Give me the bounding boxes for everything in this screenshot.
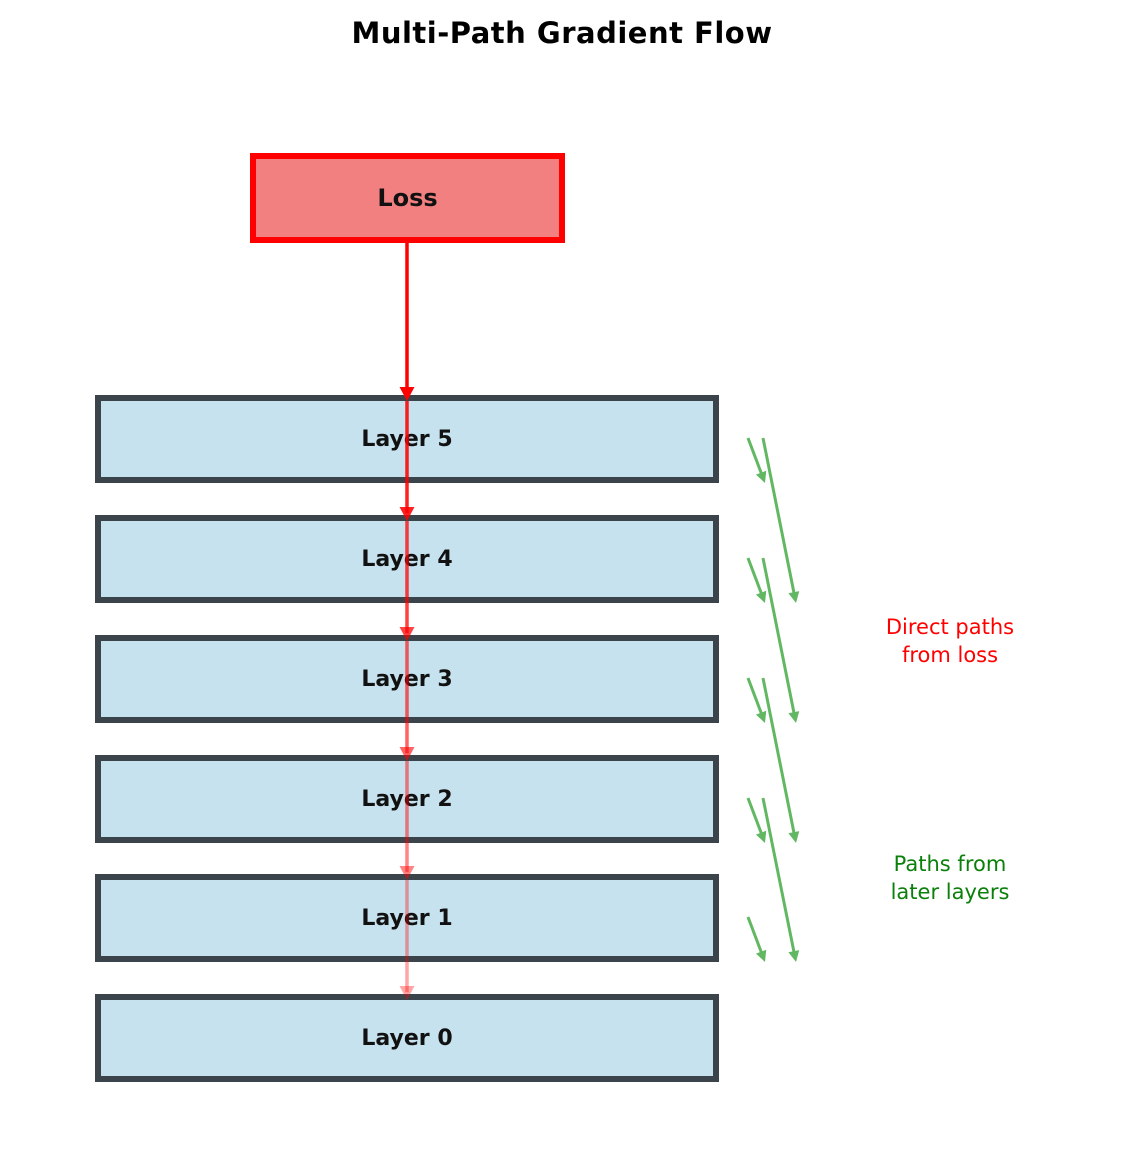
skip-arrow-short (746, 797, 765, 838)
direct-paths-label-line2: from loss (901, 643, 999, 667)
skip-arrow-short-head (755, 830, 767, 843)
later-paths-label: Paths from later layers (891, 850, 1010, 906)
skip-arrow-long-head (788, 950, 800, 962)
layer-label: Layer 4 (361, 546, 453, 572)
skip-arrow-short-head (755, 470, 767, 483)
layer-label: Layer 0 (361, 1025, 453, 1051)
skip-arrow-long (761, 437, 797, 598)
skip-arrow-short-head (755, 590, 767, 603)
later-paths-label-line1: Paths from (893, 852, 1007, 876)
skip-arrow-short (746, 677, 765, 718)
later-paths-label-line2: later layers (890, 880, 1010, 904)
loss-node: Loss (250, 153, 565, 243)
skip-arrow-short (746, 437, 765, 478)
skip-arrow-long-head (788, 591, 800, 603)
skip-arrow-short-head (755, 949, 767, 962)
loss-label: Loss (377, 184, 438, 212)
layer-node: Layer 4 (95, 515, 719, 603)
direct-paths-label-line1: Direct paths (885, 615, 1015, 639)
skip-arrow-long (761, 557, 797, 718)
layer-node: Layer 0 (95, 994, 719, 1082)
layer-label: Layer 5 (361, 426, 453, 452)
skip-arrow-short (746, 916, 765, 957)
layer-label: Layer 1 (361, 905, 453, 931)
skip-arrow-long-head (788, 831, 800, 843)
skip-arrow-long (761, 797, 797, 957)
layer-label: Layer 3 (361, 666, 453, 692)
layer-node: Layer 5 (95, 395, 719, 483)
layer-node: Layer 3 (95, 635, 719, 723)
skip-arrow-short (746, 557, 765, 598)
diagram-title: Multi-Path Gradient Flow (351, 16, 773, 50)
layer-label: Layer 2 (361, 786, 453, 812)
direct-paths-label: Direct paths from loss (886, 613, 1014, 669)
skip-arrow-long (761, 677, 797, 838)
skip-arrow-long-head (788, 711, 800, 723)
layer-node: Layer 2 (95, 755, 719, 843)
skip-arrow-short-head (755, 710, 767, 723)
layer-node: Layer 1 (95, 874, 719, 962)
